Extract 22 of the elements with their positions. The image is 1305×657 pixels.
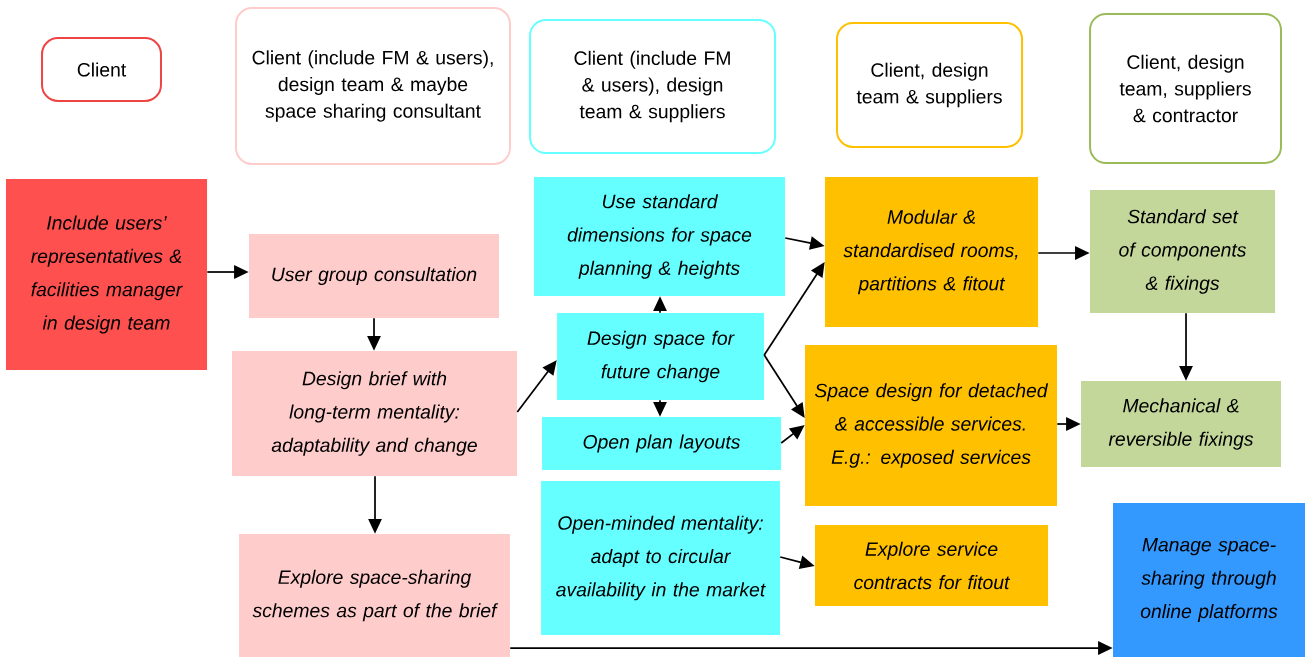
process-box: Design space for future change: [557, 313, 764, 400]
role-box: Client, design team & suppliers: [836, 22, 1024, 148]
arrow: [516, 360, 557, 413]
process-box: Include users’ representatives & facilities manager in design team: [5, 179, 208, 370]
process-box: User group consultation: [249, 234, 499, 318]
process-box: Explore space-sharing schemes as part of the brief: [239, 534, 510, 657]
arrow: [763, 262, 825, 356]
arrow: [763, 354, 805, 418]
process-box: Open-minded mentality: adapt to circular availability in the market: [541, 481, 780, 635]
process-box: Modular & standardised rooms, partitions & fitout: [825, 177, 1039, 327]
process-box: Mechanical & reversible fixings: [1081, 381, 1281, 467]
process-box: Explore service contracts for fitout: [815, 525, 1049, 607]
role-box: Client (include FM & users), design team & maybe space sharing consultant: [235, 7, 511, 165]
process-box: Open plan layouts: [542, 416, 781, 471]
role-box: Client, design team, suppliers & contractor: [1089, 12, 1282, 165]
role-box: Client: [41, 37, 162, 102]
process-box: Space design for detached & accessible services. E.g.: exposed services: [805, 344, 1057, 507]
process-box: Use standard dimensions for space planning & heights: [534, 177, 785, 296]
process-box: Design brief with long-term mentality: adaptability and change: [231, 350, 518, 477]
process-box: Manage space-sharing through online platforms: [1113, 503, 1305, 657]
role-box: Client (include FM & users), design team & suppliers: [529, 18, 777, 155]
process-box: Standard set of components & fixings: [1090, 190, 1276, 313]
